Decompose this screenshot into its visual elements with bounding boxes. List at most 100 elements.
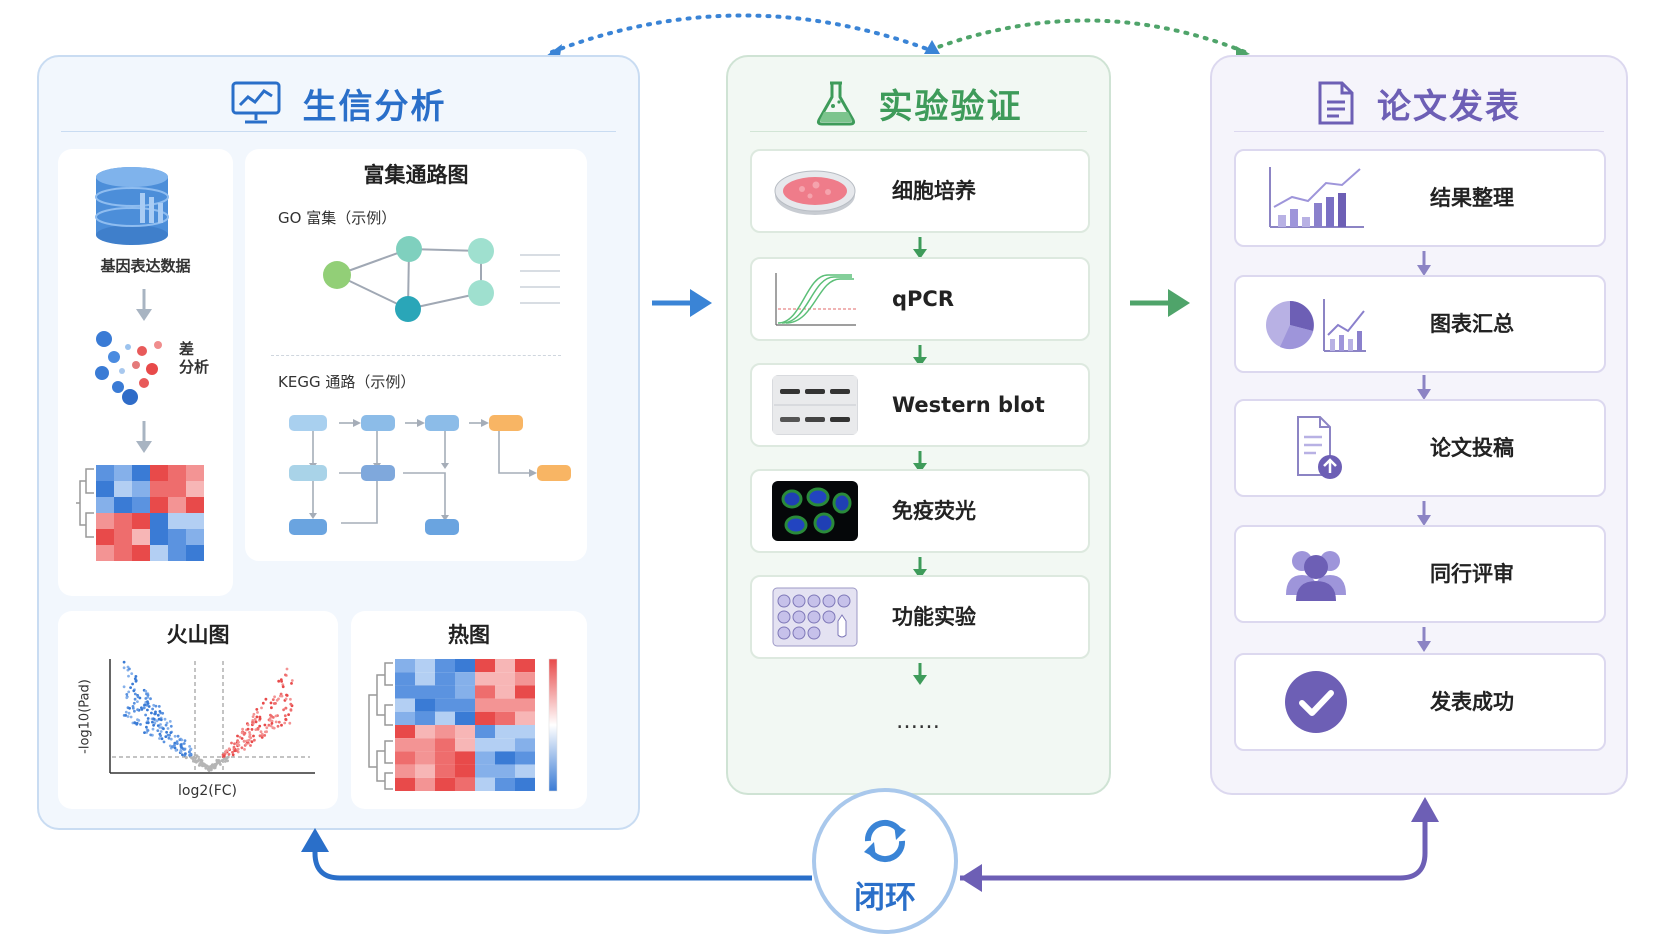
pub-step-label: 发表成功 <box>1430 690 1514 714</box>
gene-data-card: 基因表达数据 差 分析 <box>58 149 233 596</box>
volcano-point <box>194 760 198 764</box>
volcano-point <box>290 679 294 682</box>
volcano-point <box>268 719 272 722</box>
heatmap-cell <box>455 738 475 752</box>
volcano-point <box>154 710 157 714</box>
down-arrow-icon <box>913 237 927 259</box>
loop-label: 闭环 <box>854 880 916 916</box>
closed-loop-badge: 闭环 <box>812 788 958 934</box>
volcano-point <box>256 726 260 730</box>
volcano-point <box>270 722 274 725</box>
volcano-xlabel: log2(FC) <box>178 783 238 799</box>
volcano-point <box>159 723 162 726</box>
volcano-point <box>207 768 210 772</box>
heatmap-cell <box>495 751 515 765</box>
volcano-point <box>213 766 217 770</box>
volcano-point <box>156 729 160 732</box>
volcano-point <box>258 734 262 738</box>
volcano-point <box>146 729 150 732</box>
volcano-point <box>277 697 280 701</box>
down-arrow-icon <box>1417 375 1431 400</box>
heatmap-cell <box>114 481 132 497</box>
volcano-point <box>162 727 165 731</box>
heatmap-cell <box>168 513 186 529</box>
heatmap-cell <box>114 545 132 561</box>
heatmap-cell <box>435 725 455 739</box>
volcano-point <box>254 728 258 731</box>
volcano-point <box>277 679 281 683</box>
volcano-point <box>157 717 161 721</box>
heatmap-cell <box>455 659 475 673</box>
experiment-header: 实验验证 <box>728 71 1109 135</box>
volcano-point <box>246 723 250 727</box>
heatmap-cell <box>515 659 535 673</box>
heatmap-cell <box>475 685 495 699</box>
heatmap-cell <box>455 685 475 699</box>
volcano-point <box>252 712 256 716</box>
heatmap-cell <box>475 711 495 725</box>
volcano-point <box>203 763 207 767</box>
volcano-point <box>131 682 134 686</box>
volcano-point <box>135 721 139 725</box>
heatmap-cell <box>168 481 186 497</box>
volcano-point <box>225 756 229 760</box>
heatmap-cell <box>515 672 535 686</box>
heatmap-cell <box>395 764 415 778</box>
volcano-point <box>136 708 139 712</box>
heatmap-cell <box>186 497 204 513</box>
heatmap-cell <box>475 764 495 778</box>
volcano-point <box>164 735 168 738</box>
volcano-point <box>265 726 269 730</box>
volcano-point <box>169 724 173 728</box>
heatmap-cell <box>395 777 415 791</box>
exp-step-label: 细胞培养 <box>892 179 976 203</box>
volcano-point <box>284 706 288 710</box>
volcano-point <box>144 689 148 693</box>
volcano-point <box>165 730 168 734</box>
pub-step-label: 结果整理 <box>1430 186 1514 210</box>
heatmap-cell <box>455 672 475 686</box>
volcano-point <box>158 737 161 740</box>
heatmap-cell <box>475 698 495 712</box>
volcano-point <box>269 724 273 728</box>
volcano-point <box>129 686 132 689</box>
volcano-point <box>246 727 250 731</box>
heatmap-cell <box>515 711 535 725</box>
bioinformatics-title: 生信分析 <box>302 86 447 127</box>
heatmap-cell <box>132 497 150 513</box>
volcano-point <box>222 754 226 758</box>
volcano-point <box>145 692 148 696</box>
volcano-point <box>231 753 235 757</box>
volcano-point <box>249 744 252 747</box>
heatmap-cell <box>186 481 204 497</box>
volcano-point <box>122 685 126 689</box>
heatmap-cell <box>435 751 455 765</box>
kegg-label: KEGG 通路（示例） <box>278 373 416 391</box>
volcano-plot <box>109 659 315 774</box>
pub-step-figures: 图表汇总 <box>1234 275 1606 373</box>
heatmap-cell <box>475 659 495 673</box>
volcano-point <box>125 696 129 700</box>
volcano-point <box>170 745 174 748</box>
kegg-flow-diagram <box>289 415 571 535</box>
volcano-point <box>281 683 285 686</box>
volcano-point <box>155 719 159 723</box>
volcano-point <box>263 734 267 737</box>
volcano-point <box>178 738 182 742</box>
volcano-point <box>200 761 204 764</box>
heatmap-cell <box>114 465 132 481</box>
volcano-point <box>223 760 227 763</box>
heatmap-cell <box>515 751 535 765</box>
volcano-point <box>230 741 233 745</box>
volcano-point <box>238 735 242 739</box>
volcano-point <box>131 706 135 710</box>
pie-chart-icon <box>1266 299 1366 352</box>
experiment-title: 实验验证 <box>878 86 1023 127</box>
reviewers-icon <box>1286 551 1346 601</box>
heatmap-cell <box>415 751 435 765</box>
heatmap-cell <box>515 764 535 778</box>
volcano-point <box>154 704 158 708</box>
volcano-point <box>285 694 289 697</box>
volcano-point <box>133 697 137 701</box>
volcano-point <box>282 708 285 712</box>
